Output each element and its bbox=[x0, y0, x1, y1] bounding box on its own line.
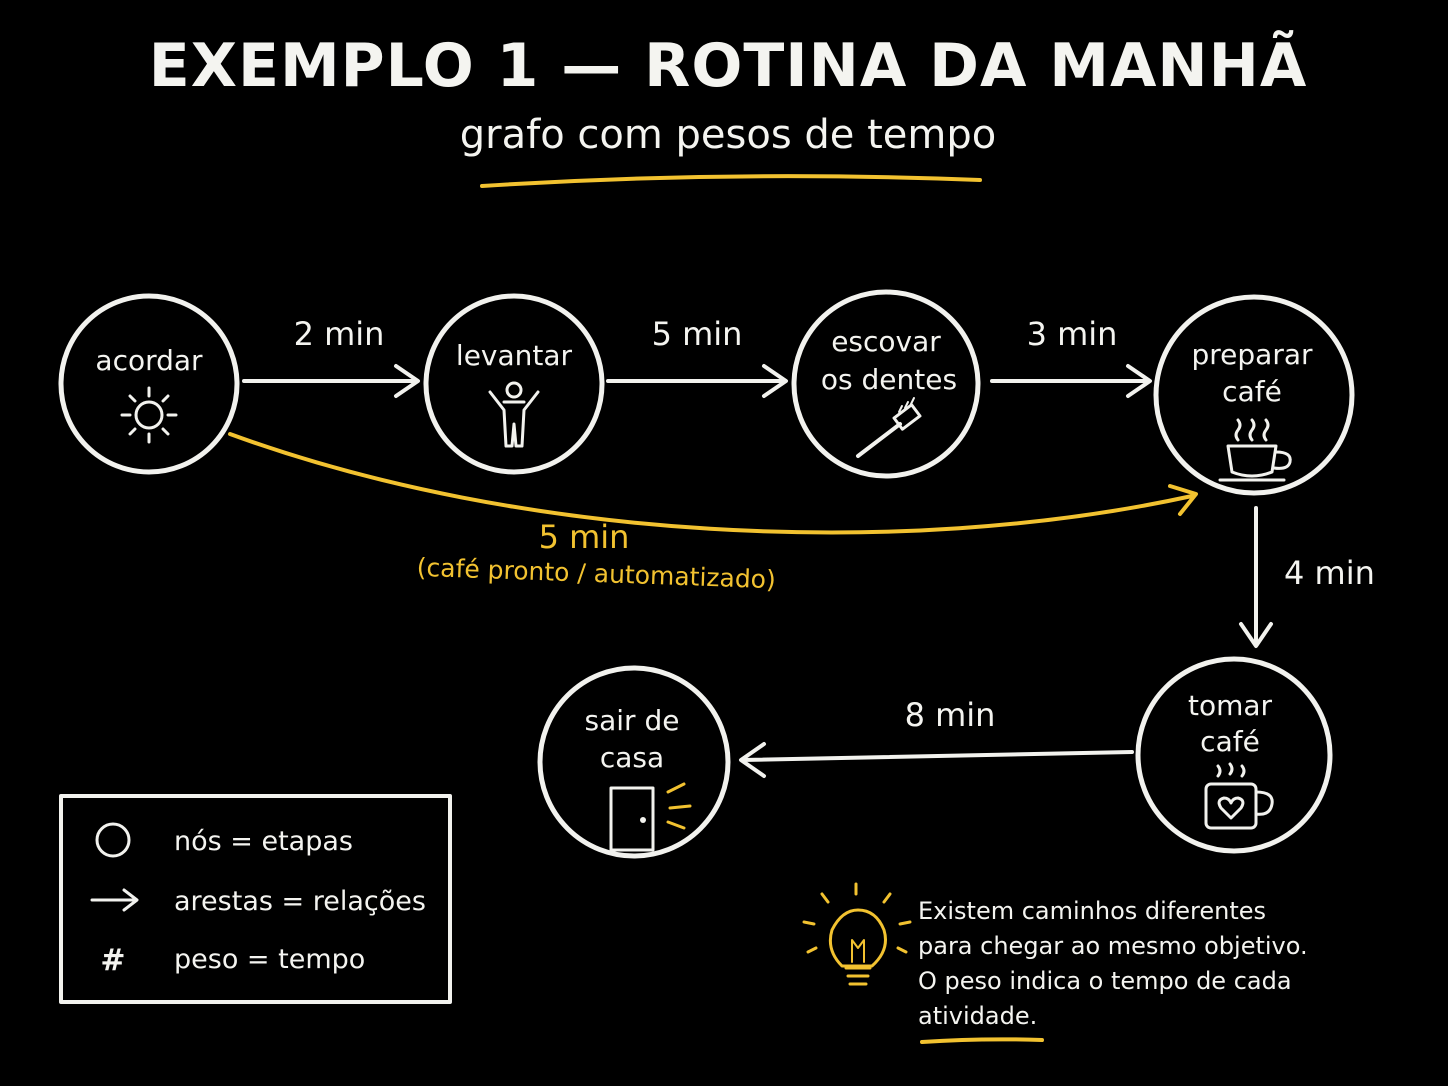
node-label-line2: café bbox=[1222, 375, 1282, 408]
edge-acordar-levantar bbox=[242, 364, 420, 398]
edge-weight-acordar-levantar: 2 min bbox=[294, 315, 385, 353]
edge-weight-preparar-tomar: 4 min bbox=[1284, 554, 1375, 592]
steaming-cup-icon bbox=[1218, 418, 1292, 482]
edge-weight-shortcut: 5 min bbox=[539, 518, 630, 556]
node-label-line2: os dentes bbox=[821, 363, 957, 396]
lightbulb-icon bbox=[802, 882, 912, 986]
edge-weight-levantar-escovar: 5 min bbox=[652, 315, 743, 353]
page-title: EXEMPLO 1 — ROTINA DA MANHÃ bbox=[149, 29, 1308, 101]
node-label-line1: sair de bbox=[585, 704, 680, 737]
note: Existem caminhos diferentes para chegar … bbox=[802, 882, 1308, 1044]
note-line-3: O peso indica o tempo de cada bbox=[918, 967, 1292, 995]
legend-weight-symbol: # bbox=[100, 943, 125, 978]
toothbrush-icon bbox=[856, 397, 922, 458]
node-preparar-cafe: preparar café bbox=[1153, 294, 1355, 496]
edge-escovar-preparar bbox=[990, 364, 1152, 398]
edge-weight-escovar-preparar: 3 min bbox=[1027, 315, 1118, 353]
legend-nodes: nós = etapas bbox=[174, 826, 353, 857]
node-label-line2: café bbox=[1200, 725, 1260, 758]
edge-weight-tomar-sair: 8 min bbox=[905, 696, 996, 734]
legend-edges: arestas = relações bbox=[174, 886, 426, 917]
note-line-4: atividade. bbox=[918, 1002, 1037, 1030]
subtitle-underline bbox=[480, 174, 982, 188]
edge-preparar-tomar bbox=[1239, 506, 1273, 648]
node-acordar: acordar bbox=[58, 293, 240, 475]
node-levantar: levantar bbox=[423, 293, 605, 475]
note-underline bbox=[920, 1037, 1044, 1044]
sun-icon bbox=[120, 386, 178, 444]
node-label: levantar bbox=[456, 339, 573, 372]
edge-shortcut-acordar-preparar bbox=[228, 432, 1198, 535]
node-label-line1: escovar bbox=[831, 325, 941, 358]
heart-mug-icon bbox=[1204, 762, 1274, 830]
node-label-line2: casa bbox=[600, 741, 664, 774]
note-line-1: Existem caminhos diferentes bbox=[918, 897, 1266, 925]
legend-weight: peso = tempo bbox=[174, 944, 365, 975]
person-stretching-icon bbox=[488, 381, 540, 448]
edge-levantar-escovar bbox=[606, 364, 788, 398]
node-label: acordar bbox=[95, 344, 203, 377]
edge-shortcut-note: (café pronto / automatizado) bbox=[416, 553, 776, 595]
legend: nós = etapas arestas = relações # peso =… bbox=[59, 794, 452, 1004]
node-sair-de-casa: sair de casa bbox=[537, 665, 731, 859]
legend-node-symbol bbox=[95, 822, 131, 858]
node-label-line1: preparar bbox=[1191, 338, 1312, 371]
note-line-2: para chegar ao mesmo objetivo. bbox=[918, 932, 1308, 960]
door-icon bbox=[609, 782, 692, 852]
node-escovar-os-dentes: escovar os dentes bbox=[791, 289, 981, 479]
node-tomar-cafe: tomar café bbox=[1135, 656, 1333, 854]
node-label-line1: tomar bbox=[1188, 689, 1273, 722]
legend-arrow-icon bbox=[90, 888, 139, 912]
edge-tomar-sair bbox=[739, 742, 1134, 778]
page-subtitle: grafo com pesos de tempo bbox=[460, 112, 996, 158]
